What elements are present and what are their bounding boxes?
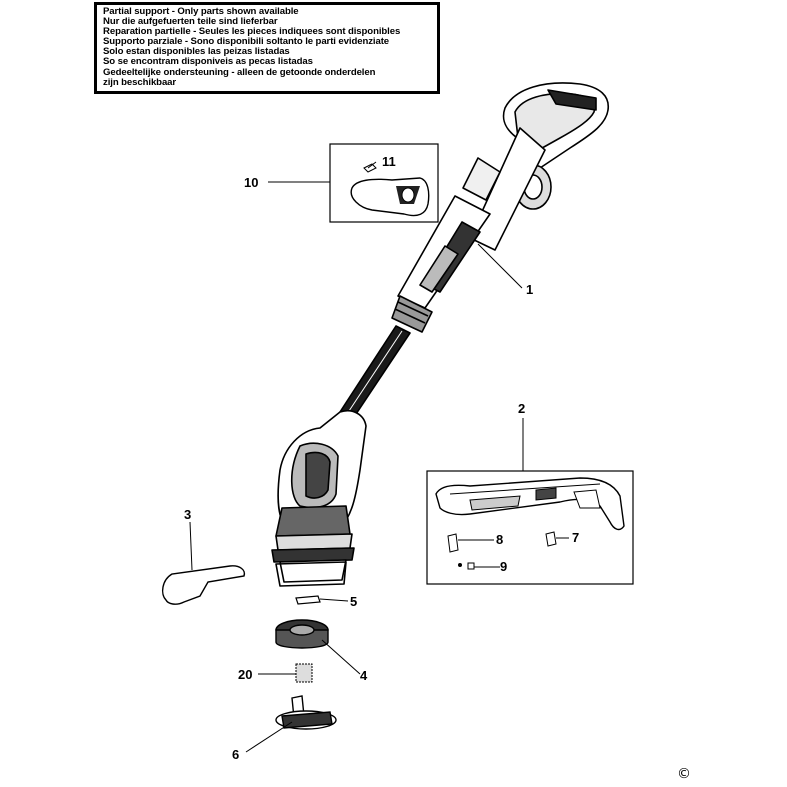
callout-8: 8 <box>496 532 503 547</box>
callout-1: 1 <box>526 282 533 297</box>
callout-11: 11 <box>382 154 396 169</box>
callout-10: 10 <box>244 175 258 190</box>
part-3-wire-guard <box>161 565 246 605</box>
part-5-clip <box>295 595 321 605</box>
notice-line-de: Nur die aufgefuerten teile sind lieferba… <box>103 16 278 28</box>
part-20-spring <box>295 663 313 683</box>
callout-2: 2 <box>518 401 525 416</box>
part-6-spool-cap <box>275 695 337 730</box>
copyright-mark: © <box>677 766 691 782</box>
notice-line-fr: Reparation partielle - Seules les pieces… <box>103 26 401 38</box>
notice-line-en: Partial support - Only parts shown avail… <box>103 6 299 17</box>
callout-6: 6 <box>232 747 239 762</box>
trimmer-main-body <box>271 82 609 587</box>
notice-line-pt: So se encontram disponiveis as pecas lis… <box>103 56 313 68</box>
callout-3: 3 <box>184 507 191 522</box>
callout-5: 5 <box>350 594 357 609</box>
callout-7: 7 <box>572 530 579 545</box>
notice-line-nl-2: zijn beschikbaar <box>103 76 177 88</box>
parts-availability-notice: Partial support - Only parts shown avail… <box>94 2 440 94</box>
leader-lines <box>189 161 569 753</box>
notice-line-nl: Gedeeltelijke ondersteuning - alleen de … <box>103 66 376 78</box>
notice-line-es: Solo estan disponibles las peizas listad… <box>103 46 290 58</box>
callout-20: 20 <box>238 667 252 682</box>
callout-4: 4 <box>360 668 368 683</box>
callout-9: 9 <box>500 559 507 574</box>
part-4-spool <box>275 619 329 649</box>
inset-box-part-10 <box>329 143 439 223</box>
inset-box-part-2 <box>426 470 634 585</box>
notice-line-it: Supporto parziale - Sono disponibili sol… <box>103 36 390 48</box>
